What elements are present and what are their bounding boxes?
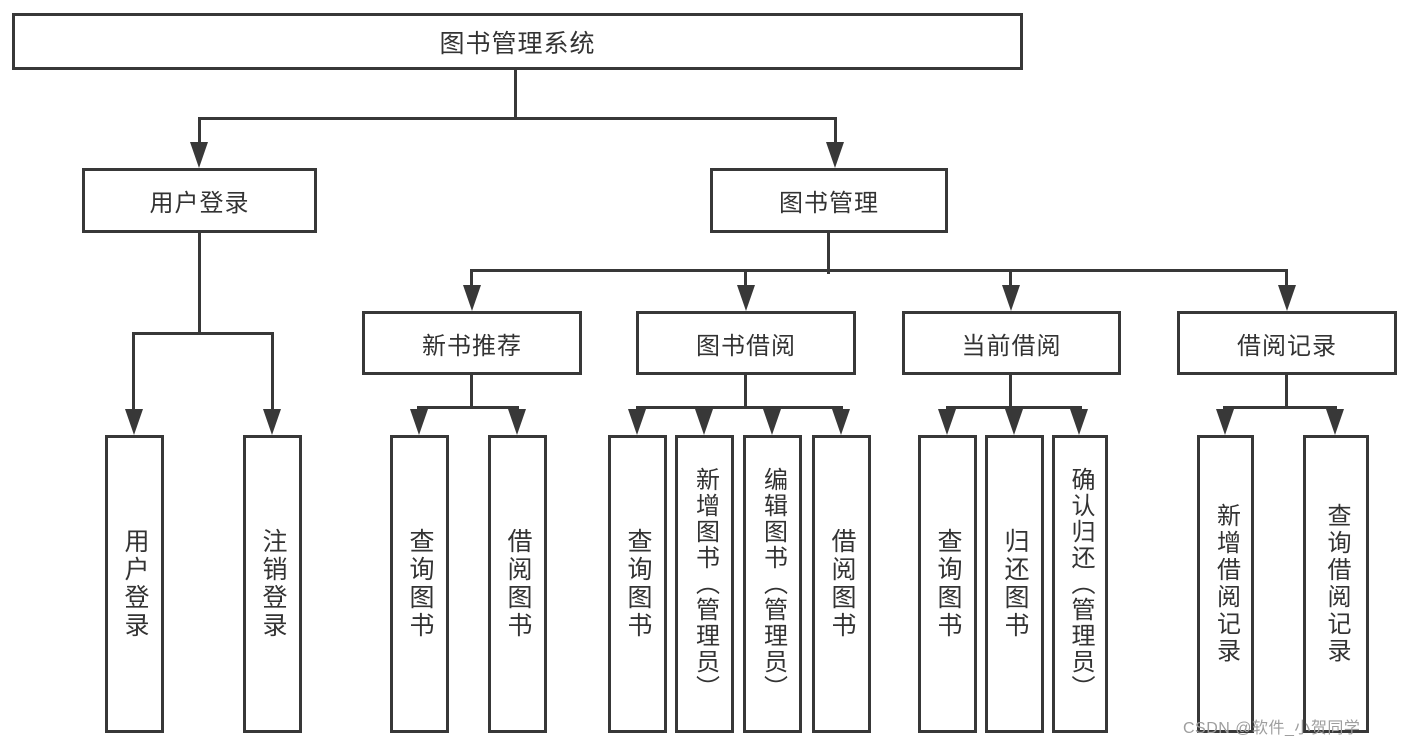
- connector-l3-drop-1: [470, 269, 473, 289]
- node-new-book-recommend-label: 新书推荐: [422, 332, 522, 360]
- connector-userlogin-drop-right: [271, 332, 274, 412]
- arrow-down-icon: [463, 285, 481, 311]
- leaf-query-borrow-record-label: 查询借阅记录: [1323, 503, 1350, 665]
- leaf-edit-book-admin: 编辑图书（管理员）: [743, 435, 802, 733]
- arrow-down-icon: [1326, 409, 1344, 435]
- node-book-borrow: 图书借阅: [636, 311, 856, 375]
- csdn-watermark-text: CSDN @软件_小贺同学: [1183, 720, 1361, 737]
- arrow-down-icon: [1278, 285, 1296, 311]
- leaf-add-book-admin: 新增图书（管理员）: [675, 435, 734, 733]
- node-borrow-records: 借阅记录: [1177, 311, 1397, 375]
- node-book-borrow-label: 图书借阅: [696, 332, 796, 360]
- connector-userlogin-stem: [198, 232, 201, 335]
- arrow-down-icon: [737, 285, 755, 311]
- arrow-down-icon: [938, 409, 956, 435]
- node-new-book-recommend: 新书推荐: [362, 311, 582, 375]
- node-borrow-records-label: 借阅记录: [1237, 332, 1337, 360]
- leaf-user-login-label: 用户登录: [121, 528, 149, 640]
- arrow-down-icon: [508, 409, 526, 435]
- arrow-down-icon: [763, 409, 781, 435]
- node-current-borrow-label: 当前借阅: [961, 332, 1062, 360]
- connector-borrow-rail: [636, 406, 843, 409]
- arrow-down-icon: [125, 409, 143, 435]
- connector-records-stem: [1285, 375, 1288, 409]
- arrow-down-icon: [695, 409, 713, 435]
- connector-root-stem: [514, 69, 517, 119]
- arrow-down-icon: [190, 142, 208, 168]
- leaf-return-book: 归还图书: [985, 435, 1044, 733]
- leaf-query-books-recommend-label: 查询图书: [406, 528, 434, 640]
- node-root: 图书管理系统: [12, 13, 1023, 70]
- leaf-return-book-label: 归还图书: [1001, 528, 1029, 640]
- arrow-down-icon: [1216, 409, 1234, 435]
- arrow-down-icon: [826, 142, 844, 168]
- node-user-login: 用户登录: [82, 168, 317, 233]
- csdn-watermark: CSDN @软件_小贺同学: [1183, 714, 1360, 738]
- leaf-query-books-current-label: 查询图书: [934, 528, 962, 640]
- connector-l2-drop-left: [198, 117, 201, 145]
- leaf-user-login: 用户登录: [105, 435, 164, 733]
- leaf-borrow-books-recommend-label: 借阅图书: [504, 528, 532, 640]
- arrow-down-icon: [263, 409, 281, 435]
- leaf-query-books-borrow-label: 查询图书: [624, 528, 652, 640]
- leaf-borrow-books: 借阅图书: [812, 435, 871, 733]
- leaf-add-borrow-record: 新增借阅记录: [1197, 435, 1254, 733]
- leaf-add-borrow-record-label: 新增借阅记录: [1212, 503, 1240, 665]
- node-user-login-label: 用户登录: [149, 190, 250, 217]
- arrow-down-icon: [832, 409, 850, 435]
- connector-userlogin-drop-left: [132, 332, 135, 412]
- leaf-logout: 注销登录: [243, 435, 302, 733]
- leaf-logout-label: 注销登录: [259, 528, 287, 640]
- arrow-down-icon: [1002, 285, 1020, 311]
- arrow-down-icon: [1070, 409, 1088, 435]
- arrow-down-icon: [410, 409, 428, 435]
- connector-current-stem: [1009, 375, 1012, 409]
- connector-l2-rail: [198, 117, 837, 120]
- connector-borrow-stem: [744, 375, 747, 409]
- arrow-down-icon: [1005, 409, 1023, 435]
- leaf-borrow-books-label: 借阅图书: [828, 528, 856, 640]
- leaf-confirm-return-admin-label: 确认归还（管理员）: [1067, 467, 1094, 701]
- leaf-add-book-admin-label: 新增图书（管理员）: [691, 467, 719, 701]
- node-book-management: 图书管理: [710, 168, 948, 233]
- leaf-edit-book-admin-label: 编辑图书（管理员）: [759, 467, 787, 701]
- connector-l3-drop-3: [1009, 269, 1012, 289]
- connector-l3-rail: [470, 269, 1288, 272]
- leaf-borrow-books-recommend: 借阅图书: [488, 435, 547, 733]
- connector-l3-drop-4: [1285, 269, 1288, 289]
- leaf-query-books-current: 查询图书: [918, 435, 977, 733]
- leaf-query-books-borrow: 查询图书: [608, 435, 667, 733]
- connector-userlogin-rail: [132, 332, 274, 335]
- connector-current-rail: [946, 406, 1082, 409]
- connector-bookmgmt-stem: [827, 232, 830, 274]
- node-current-borrow: 当前借阅: [902, 311, 1121, 375]
- connector-recommend-stem: [470, 375, 473, 409]
- node-root-label: 图书管理系统: [439, 29, 596, 58]
- node-book-management-label: 图书管理: [779, 190, 879, 217]
- connector-records-rail: [1223, 406, 1337, 409]
- leaf-query-borrow-record: 查询借阅记录: [1303, 435, 1369, 733]
- connector-l2-drop-right: [834, 117, 837, 145]
- leaf-query-books-recommend: 查询图书: [390, 435, 449, 733]
- connector-recommend-rail: [417, 406, 519, 409]
- arrow-down-icon: [628, 409, 646, 435]
- leaf-confirm-return-admin: 确认归还（管理员）: [1052, 435, 1108, 733]
- connector-l3-drop-2: [744, 269, 747, 289]
